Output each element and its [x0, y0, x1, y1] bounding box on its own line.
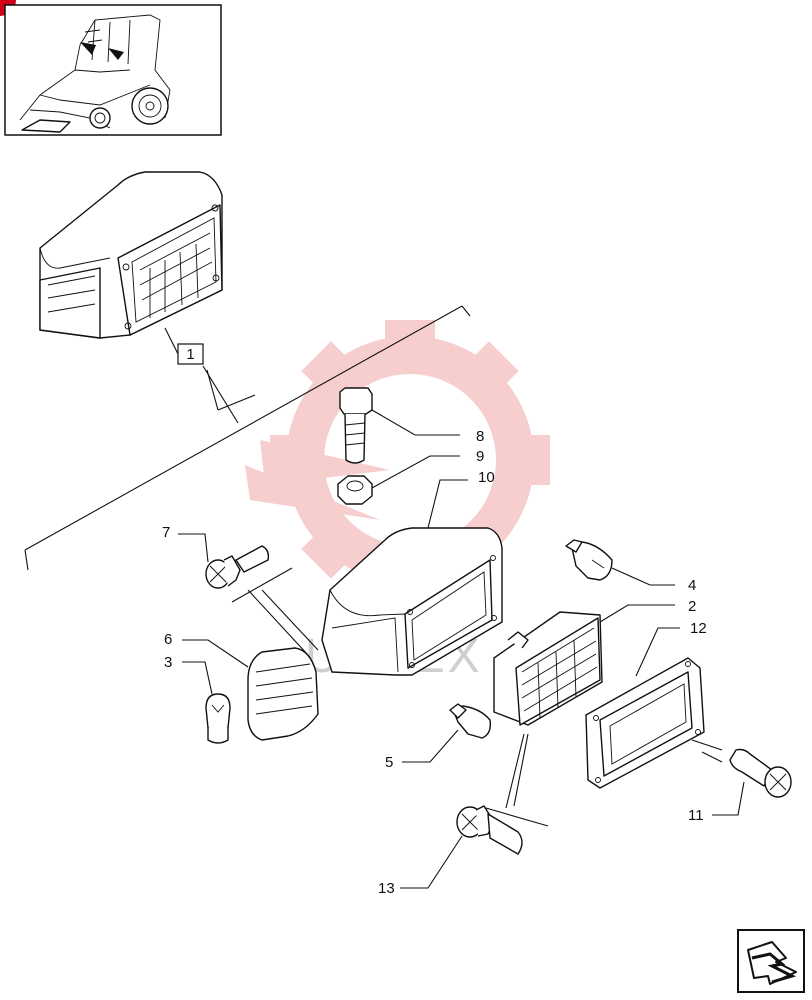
- nut[interactable]: [337, 475, 373, 505]
- screw-7[interactable]: [205, 545, 270, 589]
- screw-11[interactable]: [729, 748, 792, 798]
- bulb-5[interactable]: [449, 703, 492, 739]
- callout-10: 10: [478, 469, 495, 486]
- lamp-housing[interactable]: [321, 527, 503, 676]
- callout-9: 9: [476, 448, 484, 465]
- screw-13[interactable]: [456, 805, 523, 855]
- bulb-4[interactable]: [565, 539, 613, 581]
- callout-6: 6: [164, 631, 172, 648]
- bolt[interactable]: [339, 387, 373, 464]
- callout-13: 13: [378, 880, 395, 897]
- callout-8: 8: [476, 428, 484, 445]
- callout-2: 2: [688, 598, 696, 615]
- next-page-arrow-icon[interactable]: [737, 929, 805, 993]
- callout-1: 1: [186, 346, 194, 363]
- tractor-loader-thumbnail[interactable]: [4, 4, 222, 136]
- callout-12: 12: [690, 620, 707, 637]
- callout-4: 4: [688, 577, 696, 594]
- side-lens[interactable]: [247, 647, 319, 741]
- callout-3: 3: [164, 654, 172, 671]
- callout-11: 11: [688, 807, 704, 824]
- bulb-small[interactable]: [205, 693, 231, 744]
- headlight-unit[interactable]: [493, 611, 603, 726]
- gasket-frame[interactable]: [585, 657, 705, 789]
- callout-7: 7: [162, 524, 170, 541]
- lamp-assembly[interactable]: [39, 171, 223, 339]
- callout-5: 5: [385, 754, 393, 771]
